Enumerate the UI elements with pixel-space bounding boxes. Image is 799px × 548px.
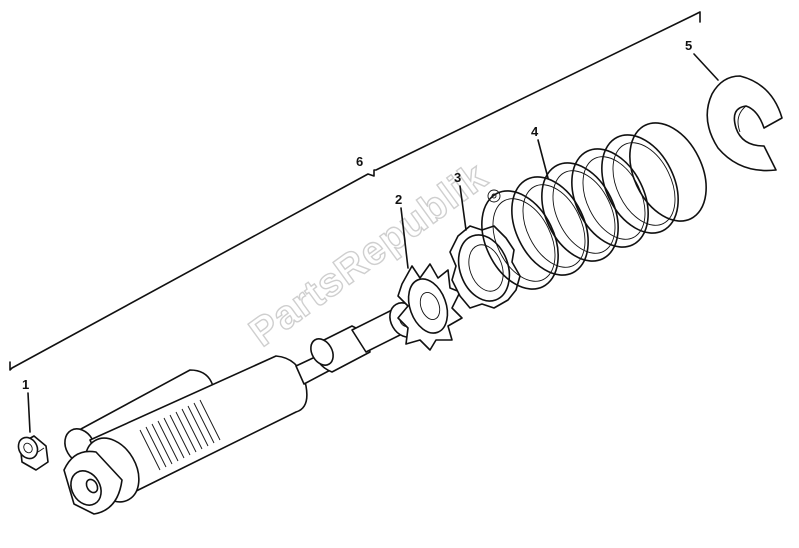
part-1-bushing [17, 435, 49, 471]
callout-2-label: 2 [395, 192, 402, 207]
part-4-coil-spring [481, 122, 707, 290]
gear-icon [487, 189, 501, 203]
callout-6-label: 6 [356, 154, 363, 169]
callout-1-label: 1 [22, 377, 29, 392]
callout-4-label: 4 [531, 124, 539, 139]
leader-2 [400, 207, 409, 269]
leader-4 [537, 139, 549, 179]
leader-1 [27, 392, 31, 433]
part-5-retaining-clip [706, 75, 783, 172]
part-3-lock-ring [449, 225, 521, 309]
part-6-shock-body [63, 302, 421, 515]
callout-5-label: 5 [685, 38, 692, 53]
assembly-bracket [9, 11, 701, 371]
part-2-spring-seat [397, 263, 463, 351]
callout-3-label: 3 [454, 170, 461, 185]
leader-5 [693, 53, 719, 81]
leader-3 [459, 185, 467, 231]
